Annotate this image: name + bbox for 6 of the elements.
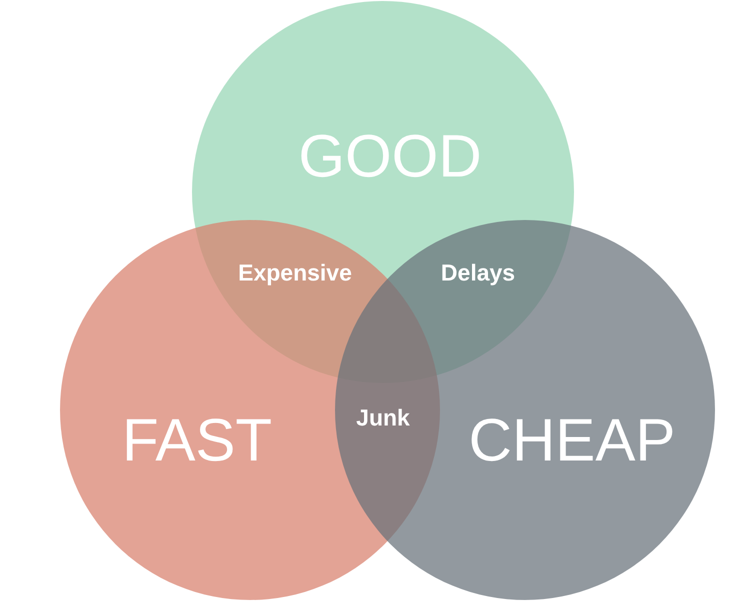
region-label: Junk	[356, 404, 410, 432]
region-label: Delays	[440, 260, 516, 286]
circle-label: FAST	[122, 406, 272, 474]
region-label: Expensive	[238, 260, 352, 286]
circle-label: GOOD	[298, 122, 482, 190]
circle-label: CHEAP	[468, 406, 676, 474]
